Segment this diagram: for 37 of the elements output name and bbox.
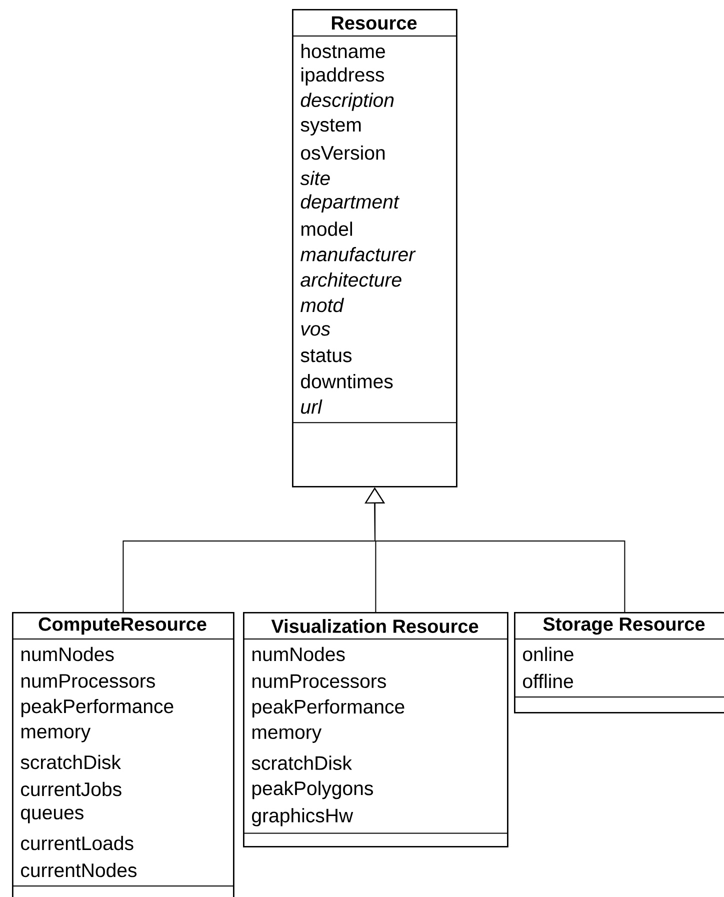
attribute-text: numProcessors [22,674,155,688]
class-name: ComputeResource [38,617,206,635]
attribute-text: numNodes [22,646,114,662]
attribute-text: system [300,118,361,136]
attribute-text: department [300,194,400,212]
attribute-text: numProcessors [252,674,386,688]
attribute-text: currentLoads [21,836,134,850]
attribute-text: memory [252,728,322,743]
attribute-text: manufacturer [300,247,416,262]
attribute-text: architecture [300,272,402,287]
class-name: Storage Resource [543,617,705,635]
attribute-text: memory [22,728,91,742]
attribute-text: osVersion [301,145,385,160]
attribute-text: peakPolygons [252,780,373,800]
attribute-text: downtimes [301,374,393,388]
attribute-text: site [300,170,330,186]
attribute-text: scratchDisk [20,754,121,770]
attribute-text: numNodes [252,646,345,662]
attribute-text: offline [523,674,573,688]
attribute-text: online [523,646,574,662]
attribute-text: hostname [302,44,385,58]
attribute-text: model [302,222,352,236]
attribute-text: description [300,92,394,111]
attribute-text: status [300,349,352,362]
attribute-text: queues [21,808,84,824]
class-name: Resource [332,16,417,30]
attribute-text: url [301,399,322,414]
attribute-text: peakPerformance [21,698,174,718]
attribute-text: motd [300,298,344,312]
attribute-text: currentNodes [21,862,137,878]
attribute-text: graphicsHw [252,808,354,826]
attribute-text: vos [301,325,330,336]
attribute-text: scratchDisk [252,756,352,770]
class-name: Visualization Resource [271,619,478,633]
attribute-text: ipaddress [302,67,384,86]
attribute-text: peakPerformance [252,699,404,718]
attribute-text: currentJobs [21,782,122,796]
